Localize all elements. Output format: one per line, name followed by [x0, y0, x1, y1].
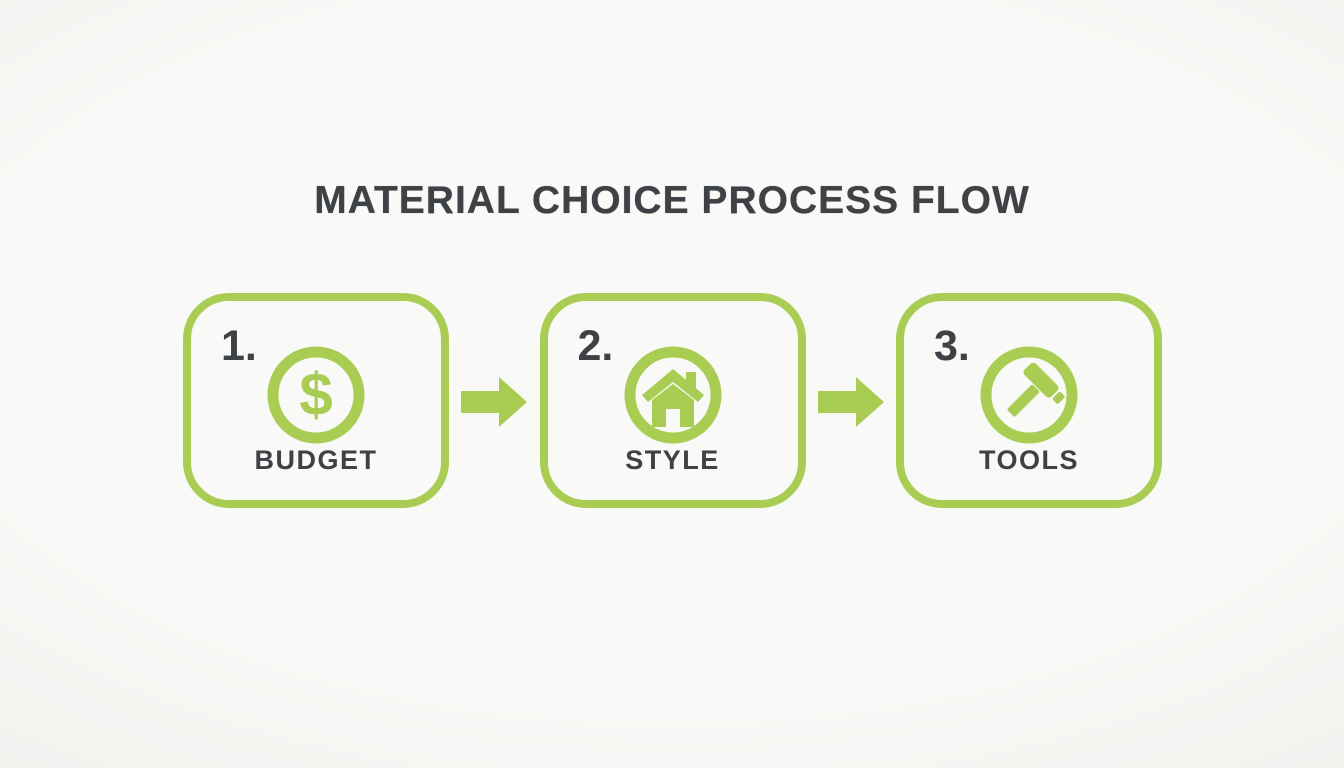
- dollar-glyph: $: [299, 361, 332, 428]
- step-number: 1.: [221, 322, 257, 370]
- step-box-budget: 1. $ BUDGET: [183, 293, 449, 508]
- step-box-style: 2. STYLE: [539, 293, 806, 508]
- step-number: 3.: [934, 322, 970, 370]
- step-label: STYLE: [625, 445, 720, 475]
- arrow-right-icon: [461, 377, 528, 427]
- step-box-tools: 3. TOOLS: [896, 293, 1162, 508]
- page-title: MATERIAL CHOICE PROCESS FLOW: [314, 179, 1030, 222]
- dollar-circle-icon: $: [266, 345, 366, 445]
- step-number: 2.: [577, 322, 614, 370]
- arrow-right-icon: [817, 377, 884, 427]
- process-flow: 1. $ BUDGET 2.: [183, 293, 1162, 508]
- step-label: TOOLS: [978, 445, 1079, 475]
- hammer-circle-icon: [979, 345, 1079, 445]
- house-circle-icon: [623, 345, 723, 445]
- step-label: BUDGET: [254, 445, 378, 475]
